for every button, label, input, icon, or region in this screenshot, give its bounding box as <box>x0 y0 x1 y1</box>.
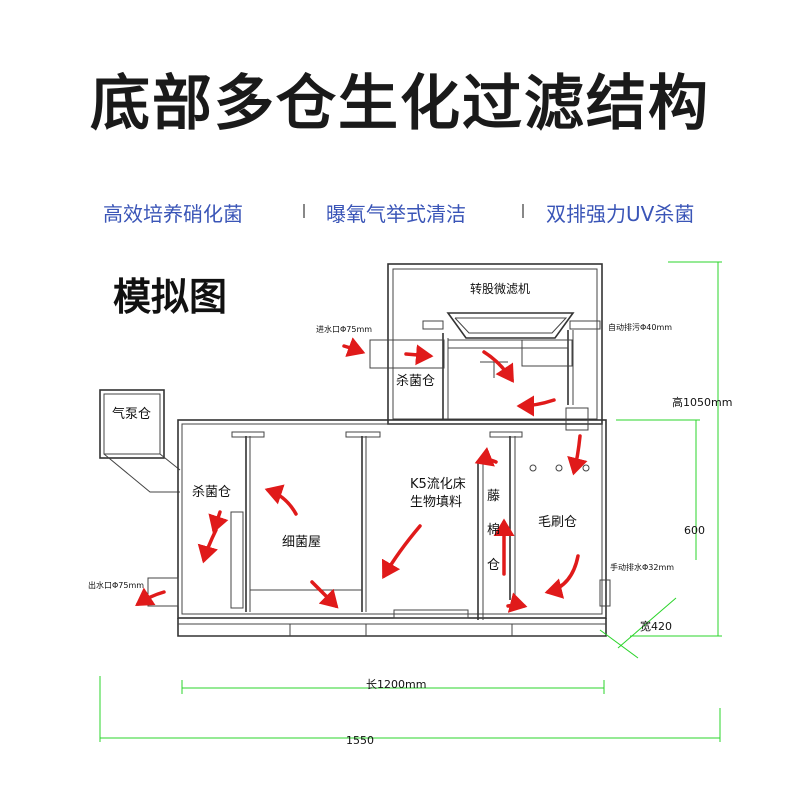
bacteria-house-label: 细菌屋 <box>282 535 321 550</box>
feature-bar: 高效培养硝化菌 曝氧气举式清洁 双排强力UV杀菌 <box>0 198 800 230</box>
air-pump-label: 气泵仓 <box>112 406 151 422</box>
flow-arrow <box>342 337 366 357</box>
main-tank <box>147 407 611 637</box>
flow-arrow <box>544 554 580 599</box>
rattan-label-1: 藤 <box>487 489 500 504</box>
dimension-lines <box>99 261 722 742</box>
sterilize-top-label: 杀菌仓 <box>396 374 435 389</box>
micro-filter-label: 转股微滤机 <box>470 281 530 296</box>
length-label: 长1200mm <box>366 678 426 691</box>
chamber-labels: 转股微滤机 进水口Φ75mm 自动排污Φ40mm 杀菌仓 气泵仓 杀菌仓 细菌屋… <box>88 281 674 590</box>
k5-label-line2: 生物填料 <box>410 495 462 510</box>
width-label: 宽420 <box>640 619 672 633</box>
flow-arrow <box>567 434 588 476</box>
water-inlet-label: 进水口Φ75mm <box>316 324 372 334</box>
brush-label: 毛刷仓 <box>538 515 577 530</box>
feature-separator <box>303 204 305 218</box>
auto-drain-label: 自动排污Φ40mm <box>608 322 672 332</box>
outlet-label: 出水口Φ75mm <box>88 580 144 590</box>
flow-arrow <box>310 580 339 609</box>
flow-arrow <box>506 592 528 613</box>
flow-arrows <box>135 337 588 613</box>
flow-arrow <box>474 447 498 467</box>
manual-drain-label: 手动排水Φ32mm <box>610 562 674 572</box>
flow-arrow <box>197 528 218 564</box>
total-length-label: 1550 <box>346 734 374 747</box>
feature-nitrifying-bacteria: 高效培养硝化菌 <box>103 202 243 226</box>
flow-arrow <box>208 510 229 534</box>
k5-label-line1: K5流化床 <box>410 477 466 492</box>
flow-arrow <box>264 484 298 516</box>
diagram-heading: 模拟图 <box>113 275 227 319</box>
air-pump-box <box>99 389 181 493</box>
flow-arrow <box>135 587 166 606</box>
height-total-label: 高1050mm <box>672 395 732 409</box>
sterilize-left-label: 杀菌仓 <box>192 485 231 500</box>
feature-uv-sterilization: 双排强力UV杀菌 <box>546 202 695 226</box>
flow-arrow <box>404 344 434 366</box>
rattan-label-2: 棉 <box>487 523 500 538</box>
flow-arrow <box>516 395 556 417</box>
flow-arrow <box>482 350 514 383</box>
feature-aeration-cleaning: 曝氧气举式清洁 <box>326 202 466 226</box>
height-body-label: 600 <box>684 524 705 537</box>
flow-arrow <box>381 524 422 580</box>
rattan-label-3: 仓 <box>487 558 500 573</box>
dimension-labels: 高1050mm 600 宽420 长1200mm 1550 <box>346 395 732 747</box>
feature-separator <box>522 204 524 218</box>
page-title: 底部多仓生化过滤结构 <box>90 69 710 139</box>
